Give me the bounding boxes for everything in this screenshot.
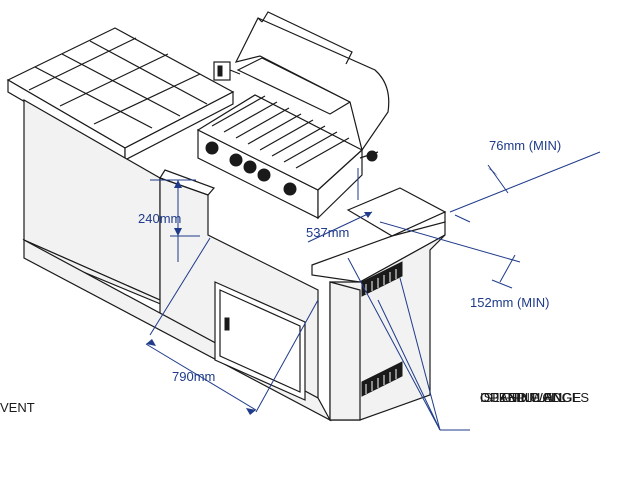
label-152mm-min: 152mm (MIN) (470, 295, 550, 310)
grill-hood (234, 17, 390, 152)
callout-line-4: OPENING EDGES (480, 390, 590, 405)
vent-fragment-label: VENT (0, 400, 35, 415)
dim-76-lines (449, 151, 601, 223)
island-right-front (329, 281, 361, 421)
rotisserie-motor (213, 61, 241, 81)
dim-790-lines (145, 237, 319, 415)
label-76mm-min: 76mm (MIN) (489, 138, 562, 153)
callout-leaders (347, 257, 470, 431)
dim-152-lines (379, 221, 521, 289)
label-790mm: 790mm (172, 369, 216, 384)
dim-240-lines (150, 179, 200, 262)
grill-grates (211, 95, 350, 169)
countertop-tile-grid (28, 37, 208, 129)
callout-line-3: ISLAND WALL (480, 390, 566, 405)
vent-lower (361, 361, 403, 397)
callout-line-1: OUTER FLANGE (480, 390, 582, 405)
dim-537-lines (307, 168, 373, 243)
label-240mm: 240mm (138, 211, 182, 226)
grill-side-panel (317, 148, 363, 220)
countertop-left-end (124, 91, 234, 161)
vent-upper (361, 261, 403, 297)
door-latch (224, 317, 230, 331)
label-537mm: 537mm (306, 225, 350, 240)
grill-hood-handle (261, 11, 353, 65)
grill-knobs (205, 141, 297, 196)
callout-line-2: OF GRILL ON (480, 390, 562, 405)
access-door (219, 289, 301, 393)
